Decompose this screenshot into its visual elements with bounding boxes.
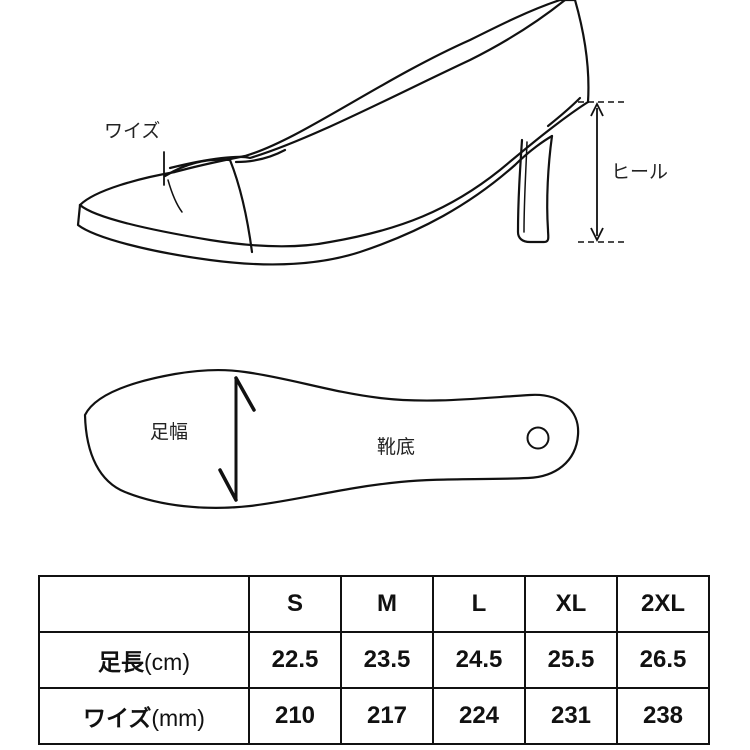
- sole-label: 靴底: [377, 436, 415, 458]
- size-header: M: [340, 575, 434, 633]
- table-cell: 24.5: [432, 631, 526, 689]
- width-label: ワイズ: [104, 120, 160, 142]
- row-label-text: ワイズ: [83, 705, 152, 731]
- table-cell: 22.5: [248, 631, 342, 689]
- row-unit: (cm): [144, 649, 190, 675]
- table-cell: 217: [340, 687, 434, 745]
- insole-illustration: [83, 368, 580, 509]
- shoe-diagram: ワイズ ヒール 足幅 靴底: [76, 0, 668, 509]
- table-corner-cell: [38, 575, 250, 633]
- row-label-text: 足長: [98, 649, 144, 675]
- table-cell: 25.5: [524, 631, 618, 689]
- heel-label: ヒール: [611, 161, 668, 183]
- foot-width-label: 足幅: [150, 421, 188, 443]
- table-cell: 23.5: [340, 631, 434, 689]
- row-label-foot-length: 足長(cm): [38, 631, 250, 689]
- heel-height-dimension: [578, 101, 625, 243]
- pump-illustration: [76, 0, 590, 266]
- size-header: L: [432, 575, 526, 633]
- row-unit: (mm): [151, 705, 205, 731]
- table-row: 足長(cm) 22.5 23.5 24.5 25.5 26.5: [38, 631, 710, 689]
- size-header: S: [248, 575, 342, 633]
- size-header: 2XL: [616, 575, 710, 633]
- table-row: ワイズ(mm) 210 217 224 231 238: [38, 687, 710, 745]
- row-label-width: ワイズ(mm): [38, 687, 250, 745]
- table-cell: 224: [432, 687, 526, 745]
- table-cell: 210: [248, 687, 342, 745]
- table-cell: 26.5: [616, 631, 710, 689]
- foot-width-dimension: [218, 376, 256, 502]
- table-cell: 231: [524, 687, 618, 745]
- size-header: XL: [524, 575, 618, 633]
- table-cell: 238: [616, 687, 710, 745]
- table-header-row: S M L XL 2XL: [38, 575, 710, 633]
- size-chart-table: S M L XL 2XL 足長(cm) 22.5 23.5 24.5 25.5 …: [38, 575, 710, 745]
